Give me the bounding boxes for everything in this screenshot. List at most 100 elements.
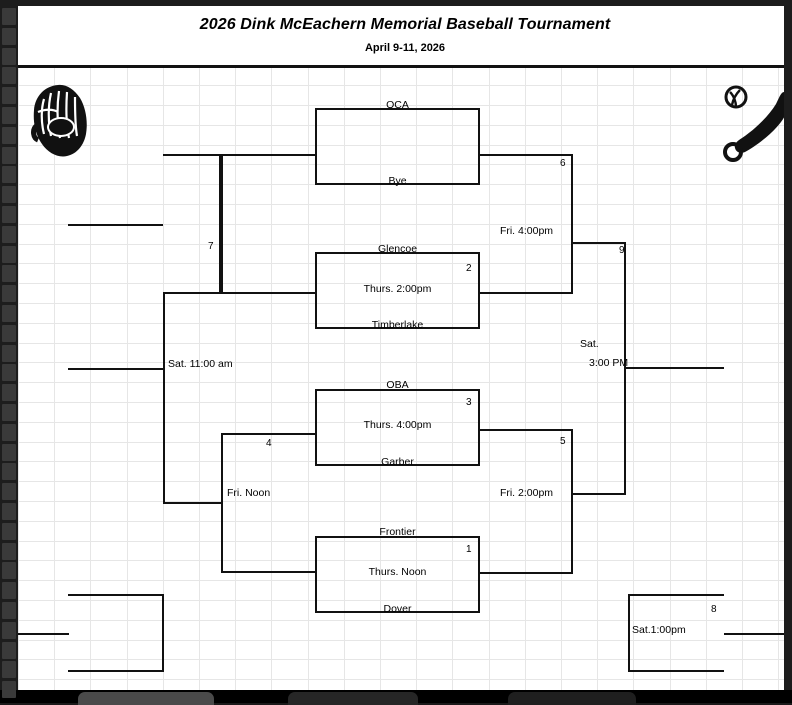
- grid-row-line: [18, 105, 792, 106]
- window-top-edge: [0, 0, 792, 6]
- row-header-cell[interactable]: [2, 127, 16, 144]
- row-header-cell[interactable]: [2, 622, 16, 639]
- game-7-time: Sat. 11:00 am: [168, 358, 233, 370]
- game-6-connector[interactable]: [480, 154, 573, 294]
- row-header-cell[interactable]: [2, 582, 16, 599]
- grid-row-line: [18, 620, 792, 621]
- row-header-cell[interactable]: [2, 186, 16, 203]
- sheet-tab-bar[interactable]: [0, 690, 792, 705]
- grid-row-line: [18, 521, 792, 522]
- row-header-cell[interactable]: [2, 87, 16, 104]
- row-header-cell[interactable]: [2, 285, 16, 302]
- grid-row-line: [18, 461, 792, 462]
- game-5-time: Fri. 2:00pm: [499, 487, 554, 499]
- game-4-left-trunk: [163, 409, 165, 504]
- row-header-cell[interactable]: [2, 28, 16, 45]
- grid-column-line: [199, 6, 200, 690]
- page-title: 2026 Dink McEachern Memorial Baseball To…: [199, 16, 611, 33]
- row-header-cell[interactable]: [2, 483, 16, 500]
- game-5-connector[interactable]: [480, 429, 573, 574]
- grid-row-line: [18, 422, 792, 423]
- game-8-connector[interactable]: [628, 594, 724, 672]
- game-1-box[interactable]: [315, 536, 480, 613]
- row-header-cell[interactable]: [2, 265, 16, 282]
- row-header-cell[interactable]: [2, 424, 16, 441]
- grid-row-line: [18, 600, 792, 601]
- game-6-top-team: OCA: [386, 99, 409, 111]
- grid-column-line: [235, 6, 236, 690]
- row-header-cell[interactable]: [2, 661, 16, 678]
- game-8-output-line: [724, 633, 792, 635]
- sheet-tab-2[interactable]: [288, 692, 418, 705]
- grid-row-line: [18, 679, 792, 680]
- row-header-cell[interactable]: [2, 463, 16, 480]
- row-header-cell[interactable]: [2, 404, 16, 421]
- consolation-connector[interactable]: [68, 594, 164, 672]
- game-9-connector[interactable]: [573, 242, 626, 495]
- grid-column-line: [308, 6, 309, 690]
- page-subtitle: April 9-11, 2026: [364, 42, 446, 54]
- row-header-cell[interactable]: [2, 364, 16, 381]
- row-header-cell[interactable]: [2, 305, 16, 322]
- game-7-input-line: [68, 224, 163, 226]
- consolation-input-line: [18, 633, 69, 635]
- row-header-cell[interactable]: [2, 246, 16, 263]
- row-header-cell[interactable]: [2, 345, 16, 362]
- game-2-time: Thurs. 2:00pm: [363, 283, 432, 295]
- grid-row-line: [18, 145, 792, 146]
- row-header-cell[interactable]: [2, 642, 16, 659]
- window-right-edge: [784, 0, 792, 690]
- sat-11am-trunk: [163, 294, 165, 409]
- grid-row-line: [18, 541, 792, 542]
- grid-column-line: [271, 6, 272, 690]
- game-6-time: Fri. 4:00pm: [499, 225, 554, 237]
- row-header-cell[interactable]: [2, 543, 16, 560]
- spreadsheet-canvas[interactable]: 2026 Dink McEachern Memorial Baseball To…: [18, 6, 792, 690]
- game-7-connector[interactable]: [163, 154, 221, 294]
- baseball-bat-and-ball-icon: [723, 85, 789, 162]
- game-8-time: Sat.1:00pm: [632, 624, 686, 636]
- grid-row-line: [18, 640, 792, 641]
- game-4-time: Fri. Noon: [227, 487, 271, 499]
- row-header-cell[interactable]: [2, 562, 16, 579]
- row-header-cell[interactable]: [2, 67, 16, 84]
- sheet-tab-3[interactable]: [508, 692, 636, 705]
- game-6-box[interactable]: [315, 108, 480, 185]
- upper-left-feeder[interactable]: [221, 154, 317, 294]
- row-header-cell[interactable]: [2, 681, 16, 698]
- game-9-time-line1: Sat.: [580, 338, 599, 350]
- game-2-box[interactable]: [315, 252, 480, 329]
- row-header-cell[interactable]: [2, 384, 16, 401]
- grid-column-line: [90, 6, 91, 690]
- row-header-cell[interactable]: [2, 523, 16, 540]
- grid-column-line: [670, 6, 671, 690]
- grid-row-line: [18, 481, 792, 482]
- game-8-number: 8: [711, 604, 717, 615]
- game-2-top-team: Glencoe: [377, 243, 418, 255]
- game-3-box[interactable]: [315, 389, 480, 466]
- game-1-top-team: Frontier: [379, 526, 416, 538]
- grid-row-line: [18, 501, 792, 502]
- row-header-cell[interactable]: [2, 8, 16, 25]
- game-6-bottom-team: Bye: [388, 175, 407, 187]
- row-header-cell[interactable]: [2, 107, 16, 124]
- row-header-cell[interactable]: [2, 503, 16, 520]
- row-header-cell[interactable]: [2, 325, 16, 342]
- row-header-cell[interactable]: [2, 147, 16, 164]
- row-header-cell[interactable]: [2, 166, 16, 183]
- row-header-cell[interactable]: [2, 226, 16, 243]
- row-header-cell[interactable]: [2, 602, 16, 619]
- row-header-cell[interactable]: [2, 206, 16, 223]
- game-5-number: 5: [560, 436, 566, 447]
- grid-row-line: [18, 303, 792, 304]
- grid-row-line: [18, 283, 792, 284]
- sheet-tab-1[interactable]: [78, 692, 214, 705]
- grid-row-line: [18, 224, 792, 225]
- grid-column-line: [452, 6, 453, 690]
- row-header-cell[interactable]: [2, 444, 16, 461]
- grid-row-line: [18, 204, 792, 205]
- row-header-cell[interactable]: [2, 48, 16, 65]
- game-4-connector[interactable]: [221, 433, 317, 573]
- grid-row-line: [18, 244, 792, 245]
- grid-row-line: [18, 125, 792, 126]
